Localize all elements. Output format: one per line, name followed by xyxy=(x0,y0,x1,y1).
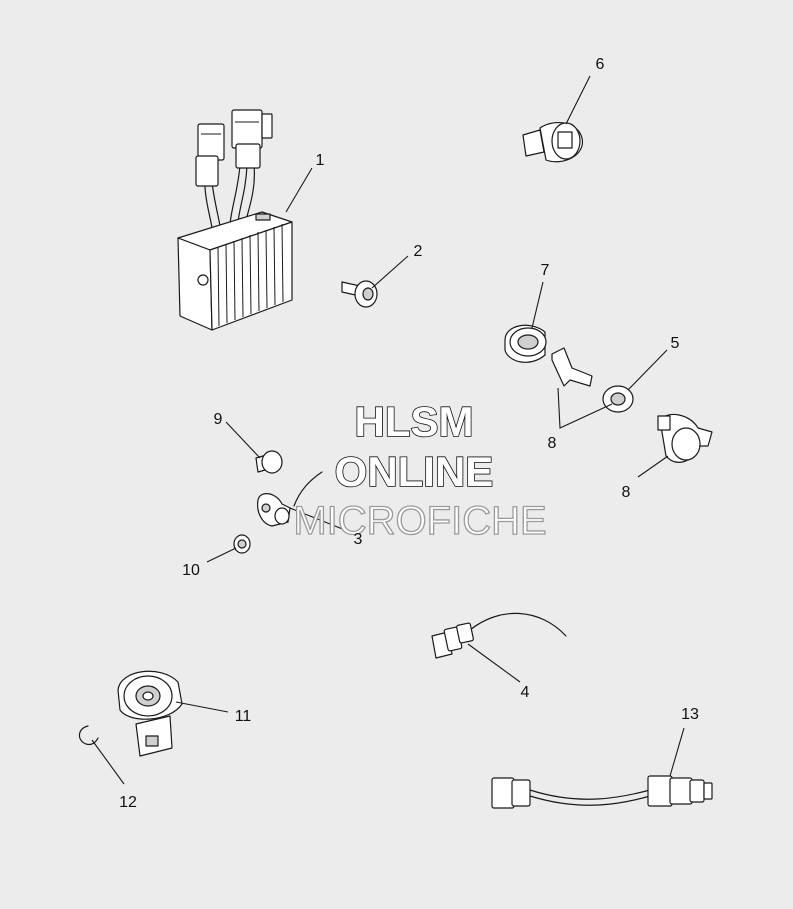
callout-6[interactable]: 6 xyxy=(596,56,605,73)
watermark: HLSM ONLINE MICROFICHE xyxy=(293,397,548,543)
callout-12[interactable]: 12 xyxy=(119,794,137,811)
heatsink-fins xyxy=(217,223,284,327)
part-9-bolt[interactable] xyxy=(255,450,283,474)
part-4-sender[interactable] xyxy=(431,612,567,659)
callout-3[interactable]: 3 xyxy=(354,531,363,548)
part-12-clip[interactable] xyxy=(78,725,99,746)
leader-lines xyxy=(91,75,685,785)
part-6-plug[interactable] xyxy=(522,121,583,163)
part-5-washer[interactable] xyxy=(602,385,634,413)
watermark-line-1: HLSM xyxy=(355,398,474,445)
watermark-line-2: ONLINE xyxy=(335,448,494,495)
callout-2[interactable]: 2 xyxy=(414,243,423,260)
callout-7[interactable]: 7 xyxy=(541,262,550,279)
part-1-regulator-rectifier[interactable] xyxy=(177,109,293,331)
part-2-screw[interactable] xyxy=(341,280,378,308)
part-8-bracket[interactable] xyxy=(551,347,593,387)
part-11-knock-sensor[interactable] xyxy=(117,670,183,757)
callout-labels: 1 2 3 4 5 6 7 8 8 9 10 11 12 13 xyxy=(119,56,699,811)
part-10-nut[interactable] xyxy=(233,534,251,554)
part-7-grommet[interactable] xyxy=(504,324,547,363)
callout-4[interactable]: 4 xyxy=(521,684,530,701)
part-3-sensor[interactable] xyxy=(257,471,323,527)
part-13-harness[interactable] xyxy=(491,775,713,809)
part-8-switch[interactable] xyxy=(657,413,713,463)
callout-1[interactable]: 1 xyxy=(316,152,325,169)
watermark-line-3: MICROFICHE xyxy=(293,499,546,543)
callout-8-lower[interactable]: 8 xyxy=(622,484,631,501)
callout-5[interactable]: 5 xyxy=(671,335,680,352)
callout-11[interactable]: 11 xyxy=(235,708,252,725)
callout-9[interactable]: 9 xyxy=(214,411,223,428)
callout-10[interactable]: 10 xyxy=(182,562,200,579)
callout-8-upper[interactable]: 8 xyxy=(548,435,557,452)
callout-13[interactable]: 13 xyxy=(681,706,699,723)
